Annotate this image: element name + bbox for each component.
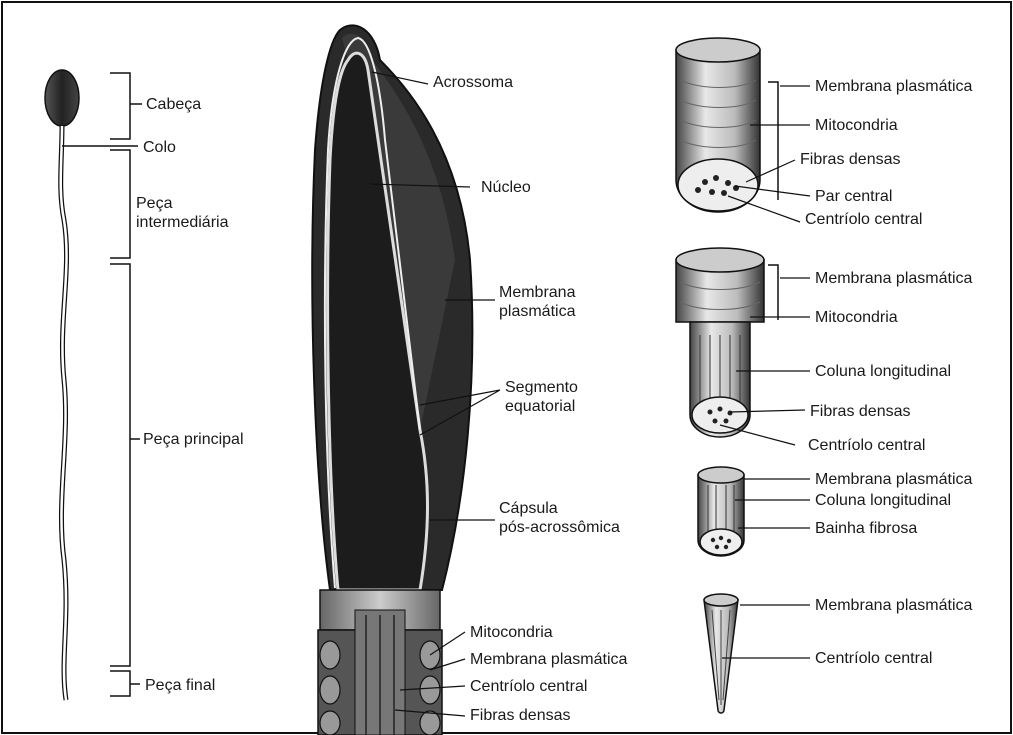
section-principal-upper [676, 248, 778, 437]
label-pp1-centriolo: Centríolo central [808, 436, 925, 455]
label-pp1-coluna: Coluna longitudinal [815, 362, 951, 381]
label-ep-membrana: Membrana plasmática [815, 596, 972, 615]
section-end-piece [704, 594, 738, 713]
label-mp1-mitocondria: Mitocondria [815, 116, 898, 135]
label-pp2-coluna: Coluna longitudinal [815, 491, 951, 510]
label-mp1-fibras: Fibras densas [800, 150, 901, 169]
label-mp1-membrana: Membrana plasmática [815, 77, 972, 96]
label-mp1-par-central: Par central [815, 187, 892, 206]
bracket-lines [62, 73, 142, 696]
section-principal-lower [698, 467, 744, 556]
label-peca-final: Peça final [145, 676, 215, 695]
label-centriolo-central-neck: Centríolo central [470, 677, 587, 696]
label-membrana-plasmatica-neck: Membrana plasmática [470, 650, 627, 669]
label-capsula-pos-acrossomica: Cápsula pós-acrossômica [499, 499, 620, 537]
label-colo: Colo [143, 138, 176, 157]
label-pp2-bainha: Bainha fibrosa [815, 519, 917, 538]
label-cabeca: Cabeça [146, 95, 201, 114]
label-fibras-densas-neck: Fibras densas [470, 706, 571, 725]
head-section [312, 25, 472, 735]
label-peca-intermediaria: Peça intermediária [136, 194, 228, 232]
label-nucleo: Núcleo [481, 178, 531, 197]
label-mitocondria-head: Mitocondria [470, 623, 553, 642]
label-mp1-centriolo: Centríolo central [805, 210, 922, 229]
label-membrana-plasmatica-head: Membrana plasmática [499, 283, 575, 321]
label-pp1-fibras: Fibras densas [810, 402, 911, 421]
label-segmento-equatorial: Segmento equatorial [505, 378, 578, 416]
label-pp2-membrana: Membrana plasmática [815, 470, 972, 489]
label-pp1-mitocondria: Mitocondria [815, 308, 898, 327]
label-peca-principal: Peça principal [143, 430, 244, 449]
sperm-head [45, 70, 79, 126]
label-acrossoma: Acrossoma [433, 73, 513, 92]
whole-sperm [45, 70, 142, 700]
label-ep-centriolo: Centríolo central [815, 649, 932, 668]
label-pp1-membrana: Membrana plasmática [815, 269, 972, 288]
